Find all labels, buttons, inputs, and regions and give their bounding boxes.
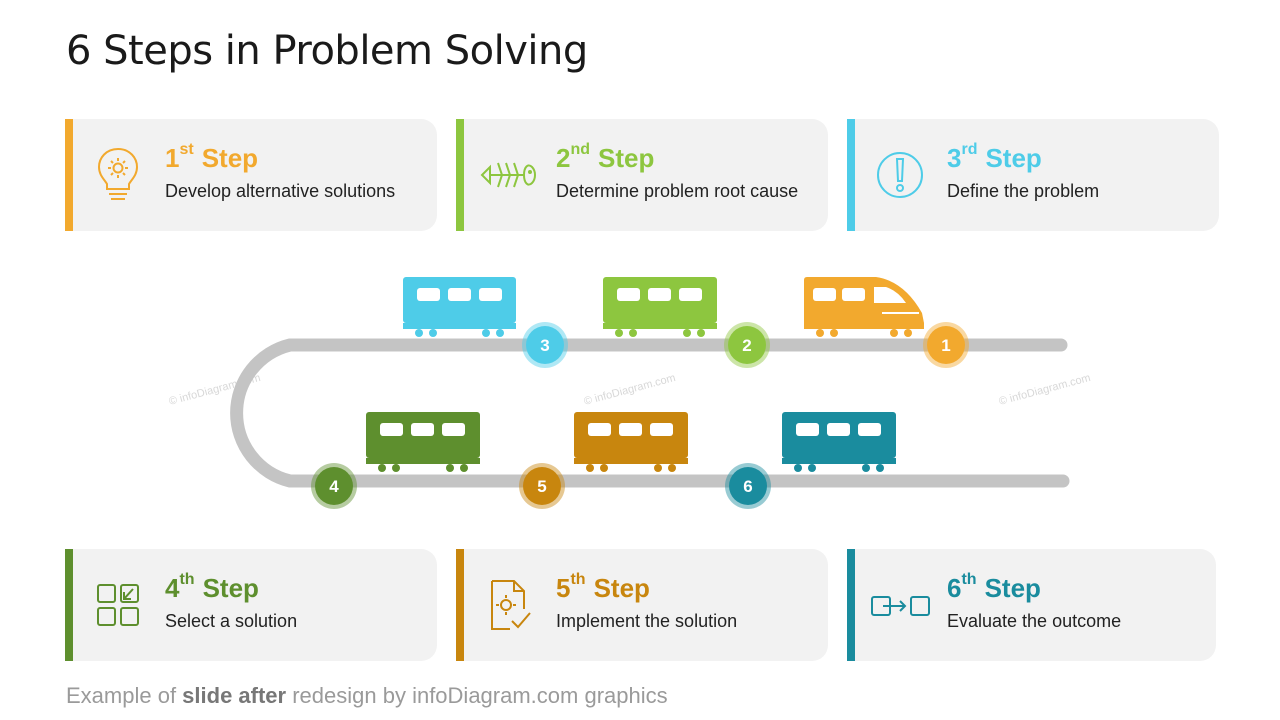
step-description: Evaluate the outcome [947, 611, 1122, 631]
step-description: Select a solution [165, 611, 298, 631]
step-marker-5: 5 [519, 463, 565, 509]
lightbulb-gear-icon [97, 147, 139, 200]
train-car-2 [603, 277, 717, 337]
step-description: Define the problem [947, 181, 1100, 201]
step-card-accent [456, 549, 464, 661]
footer-caption: Example of slide after redesign by infoD… [66, 683, 668, 708]
step-marker-3: 3 [522, 322, 568, 368]
step-marker-1: 1 [923, 322, 969, 368]
step-description: Implement the solution [556, 611, 738, 631]
step-description: Develop alternative solutions [165, 181, 396, 201]
step-marker-label: 3 [540, 336, 549, 355]
step-card-accent [847, 119, 855, 231]
step-marker-6: 6 [725, 463, 771, 509]
step-marker-label: 1 [941, 336, 950, 355]
grid-select-icon [97, 584, 139, 626]
watermark: © infoDiagram.com [583, 372, 677, 408]
train-car-5 [574, 412, 688, 472]
watermark: © infoDiagram.com [998, 372, 1092, 408]
step-description: Determine problem root cause [556, 181, 799, 201]
track [230, 338, 1070, 488]
fishbone-icon [480, 162, 536, 188]
exclamation-circle-icon [877, 152, 923, 198]
document-gear-check-icon [491, 580, 531, 630]
step-marker-label: 6 [743, 477, 752, 496]
watermark: © infoDiagram.com [168, 372, 262, 408]
step-card-accent [847, 549, 855, 661]
step-card-accent [65, 119, 73, 231]
train-car-4 [366, 412, 480, 472]
step-marker-label: 4 [329, 477, 339, 496]
train-car-6 [782, 412, 896, 472]
step-card-accent [65, 549, 73, 661]
step-marker-2: 2 [724, 322, 770, 368]
page-title: 6 Steps in Problem Solving [66, 28, 588, 74]
step-marker-label: 2 [742, 336, 751, 355]
arrow-box-icon [871, 596, 930, 616]
train-car-3 [403, 277, 516, 337]
train-locomotive-1 [804, 277, 924, 337]
step-marker-4: 4 [311, 463, 357, 509]
step-marker-label: 5 [537, 477, 546, 496]
step-card-accent [456, 119, 464, 231]
